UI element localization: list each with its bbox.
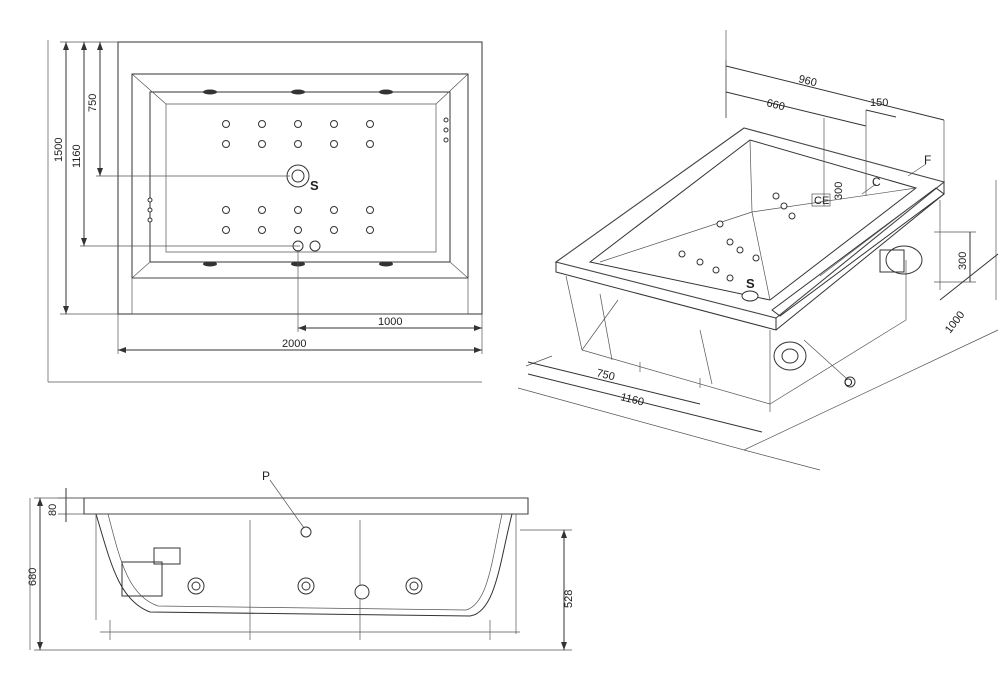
jet-icon [712, 266, 720, 274]
jet-icon [696, 258, 704, 266]
jet-icon [788, 212, 796, 220]
top-view-dim-2000: 2000 [282, 338, 306, 350]
jet-icon [330, 206, 338, 214]
side-view: P 80 680 528 [27, 469, 575, 651]
iso-dim-1160: 1160 [619, 391, 645, 408]
jet-icon [366, 226, 374, 234]
side-jet-icon [443, 137, 449, 143]
jet-icon [222, 226, 230, 234]
jet-icon [354, 584, 370, 600]
iso-dim-150: 150 [870, 97, 888, 109]
side-view-rim [83, 497, 529, 515]
jet-icon [222, 120, 230, 128]
side-view-dim-680: 680 [27, 568, 39, 586]
jet-icon [301, 581, 311, 591]
isometric-view: S C F CE O 960 660 150 300 300 1000 [517, 30, 999, 471]
iso-dim-750: 750 [595, 367, 616, 383]
jet-icon [330, 226, 338, 234]
jet-icon [780, 202, 788, 210]
iso-floor [517, 329, 999, 451]
top-view-dim-1500: 1500 [53, 138, 65, 162]
side-jet-icon [443, 117, 449, 123]
iso-dim-960: 960 [797, 73, 818, 89]
iso-jets [678, 192, 796, 282]
top-view-dim-1160: 1160 [71, 144, 83, 168]
rim-light-icon [203, 89, 217, 95]
side-view-jets [187, 577, 423, 600]
side-jet-icon [443, 127, 449, 133]
iso-label-c: C [872, 175, 881, 189]
top-view-jets [222, 120, 374, 234]
jet-icon [294, 226, 302, 234]
iso-label-f: F [924, 153, 931, 167]
top-view: S 1000 2000 1500 1160 750 [47, 40, 483, 383]
jet-icon [222, 140, 230, 148]
side-view-tub-body [95, 513, 513, 617]
jet-icon [726, 274, 734, 282]
iso-dim-300-side: 300 [957, 252, 969, 270]
jet-icon [366, 140, 374, 148]
jet-icon [294, 206, 302, 214]
top-view-dim-750: 750 [87, 94, 99, 112]
rim-light-icon [379, 261, 393, 267]
side-view-dim-80: 80 [47, 504, 59, 516]
rim-light-icon [291, 89, 305, 95]
rim-light-icon [203, 261, 217, 267]
rim-light-icon [379, 89, 393, 95]
iso-drain [741, 290, 759, 302]
jet-icon [258, 140, 266, 148]
jet-icon [330, 120, 338, 128]
jet-icon [678, 250, 686, 258]
jet-icon [258, 120, 266, 128]
iso-dim-1000: 1000 [943, 309, 968, 336]
iso-pump-motor [773, 245, 923, 371]
side-view-pump [121, 561, 163, 597]
side-jet-icon [147, 207, 153, 213]
side-jet-icon [147, 197, 153, 203]
jet-icon [772, 192, 780, 200]
top-view-dim-1000: 1000 [378, 316, 402, 328]
iso-dim-300-top: 300 [833, 182, 845, 200]
jet-icon [366, 206, 374, 214]
jet-icon [191, 581, 201, 591]
iso-support-frame [565, 200, 941, 412]
iso-label-o-marker [844, 376, 856, 388]
side-jet-icon [147, 217, 153, 223]
jet-icon [752, 254, 760, 262]
side-view-dim-528: 528 [563, 590, 575, 608]
jet-icon [330, 140, 338, 148]
jet-icon [258, 226, 266, 234]
top-view-label-s: S [310, 178, 319, 193]
jet-icon [294, 120, 302, 128]
side-view-label-p: P [262, 469, 270, 483]
jet-icon [409, 581, 419, 591]
jet-icon [258, 206, 266, 214]
jet-icon [366, 120, 374, 128]
iso-label-s: S [746, 276, 755, 291]
iso-label-o: O [844, 377, 853, 389]
jet-icon [736, 246, 744, 254]
iso-label-ce: CE [814, 195, 829, 207]
jet-icon [222, 206, 230, 214]
jet-icon [716, 220, 724, 228]
jet-icon [726, 238, 734, 246]
jet-icon [294, 140, 302, 148]
side-view-support-legs [95, 514, 520, 640]
top-view-rim-lights [147, 89, 449, 267]
iso-dim-660: 660 [765, 97, 786, 113]
